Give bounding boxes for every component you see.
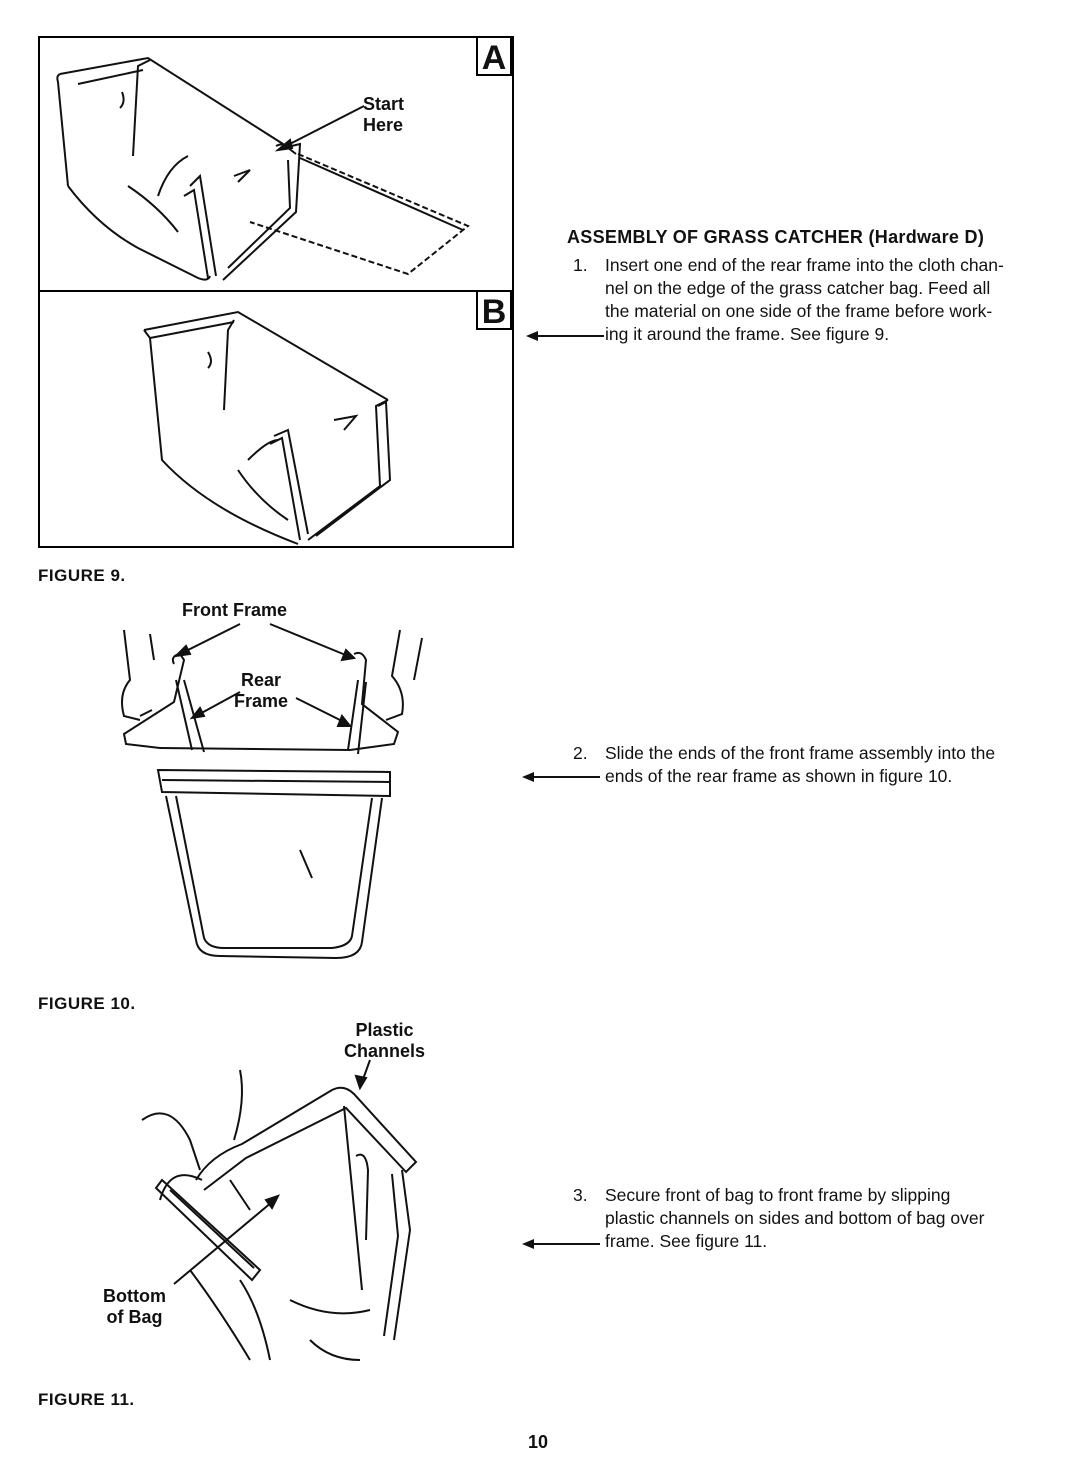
- grass-catcher-bag-illustration-a: [56, 56, 470, 281]
- start-here-label: Start Here: [363, 94, 404, 136]
- grass-catcher-bag-illustration-b: [143, 310, 392, 545]
- step-3-line-2: plastic channels on sides and bottom of …: [605, 1208, 985, 1228]
- start-label-line2: Here: [363, 115, 404, 135]
- step-2-line-1: Slide the ends of the front frame assemb…: [605, 743, 996, 763]
- figure-11-caption: FIGURE 11.: [38, 1390, 135, 1409]
- panel-a-letter: A: [476, 36, 512, 77]
- step-2-pointer-arrow: [522, 772, 600, 782]
- rear-label-line1: Rear: [241, 670, 282, 690]
- step-1-line-1: Insert one end of the rear frame into th…: [605, 255, 1004, 275]
- step-1-pointer-arrow: [526, 331, 604, 341]
- figure-9-caption: FIGURE 9.: [38, 566, 126, 585]
- step-1-line-4: ing it around the frame. See figure 9.: [605, 324, 890, 344]
- step-1-line-3: the material on one side of the frame be…: [605, 301, 993, 321]
- rear-label-line2: Frame: [234, 691, 289, 711]
- rear-frame-label: Rear Frame: [234, 670, 288, 712]
- step-3: 3. Secure front of bag to front frame by…: [573, 1184, 1048, 1259]
- plastic-label-line1: Plastic: [355, 1020, 414, 1040]
- bottom-label-line1: Bottom: [103, 1286, 166, 1306]
- step-2-number: 2.: [573, 743, 588, 763]
- plastic-channels-illustration: [141, 1059, 418, 1361]
- step-2: 2. Slide the ends of the front frame ass…: [573, 742, 1048, 792]
- figure-9-panel-b: [38, 290, 514, 548]
- plastic-channels-label: Plastic Channels: [344, 1020, 425, 1062]
- figure-10-caption: FIGURE 10.: [38, 994, 136, 1013]
- front-frame-assembly-illustration: [121, 623, 423, 960]
- step-1-line-2: nel on the edge of the grass catcher bag…: [605, 278, 991, 298]
- step-3-line-1: Secure front of bag to front frame by sl…: [605, 1185, 951, 1205]
- front-frame-label: Front Frame: [182, 600, 288, 620]
- step-3-pointer-arrow: [522, 1239, 600, 1249]
- step-2-line-2: ends of the rear frame as shown in figur…: [605, 766, 953, 786]
- bottom-of-bag-label: Bottom of Bag: [103, 1286, 166, 1328]
- section-heading: ASSEMBLY OF GRASS CATCHER (Hardware D): [567, 227, 985, 247]
- plastic-label-line2: Channels: [344, 1041, 426, 1061]
- panel-b-letter: B: [476, 290, 512, 331]
- page-number: 10: [528, 1432, 549, 1452]
- start-label-line1: Start: [363, 94, 405, 114]
- step-1-number: 1.: [573, 255, 588, 275]
- step-1: 1. Insert one end of the rear frame into…: [573, 254, 1048, 354]
- step-3-number: 3.: [573, 1185, 588, 1205]
- step-3-line-3: frame. See figure 11.: [605, 1231, 768, 1251]
- bottom-label-line2: of Bag: [106, 1307, 163, 1327]
